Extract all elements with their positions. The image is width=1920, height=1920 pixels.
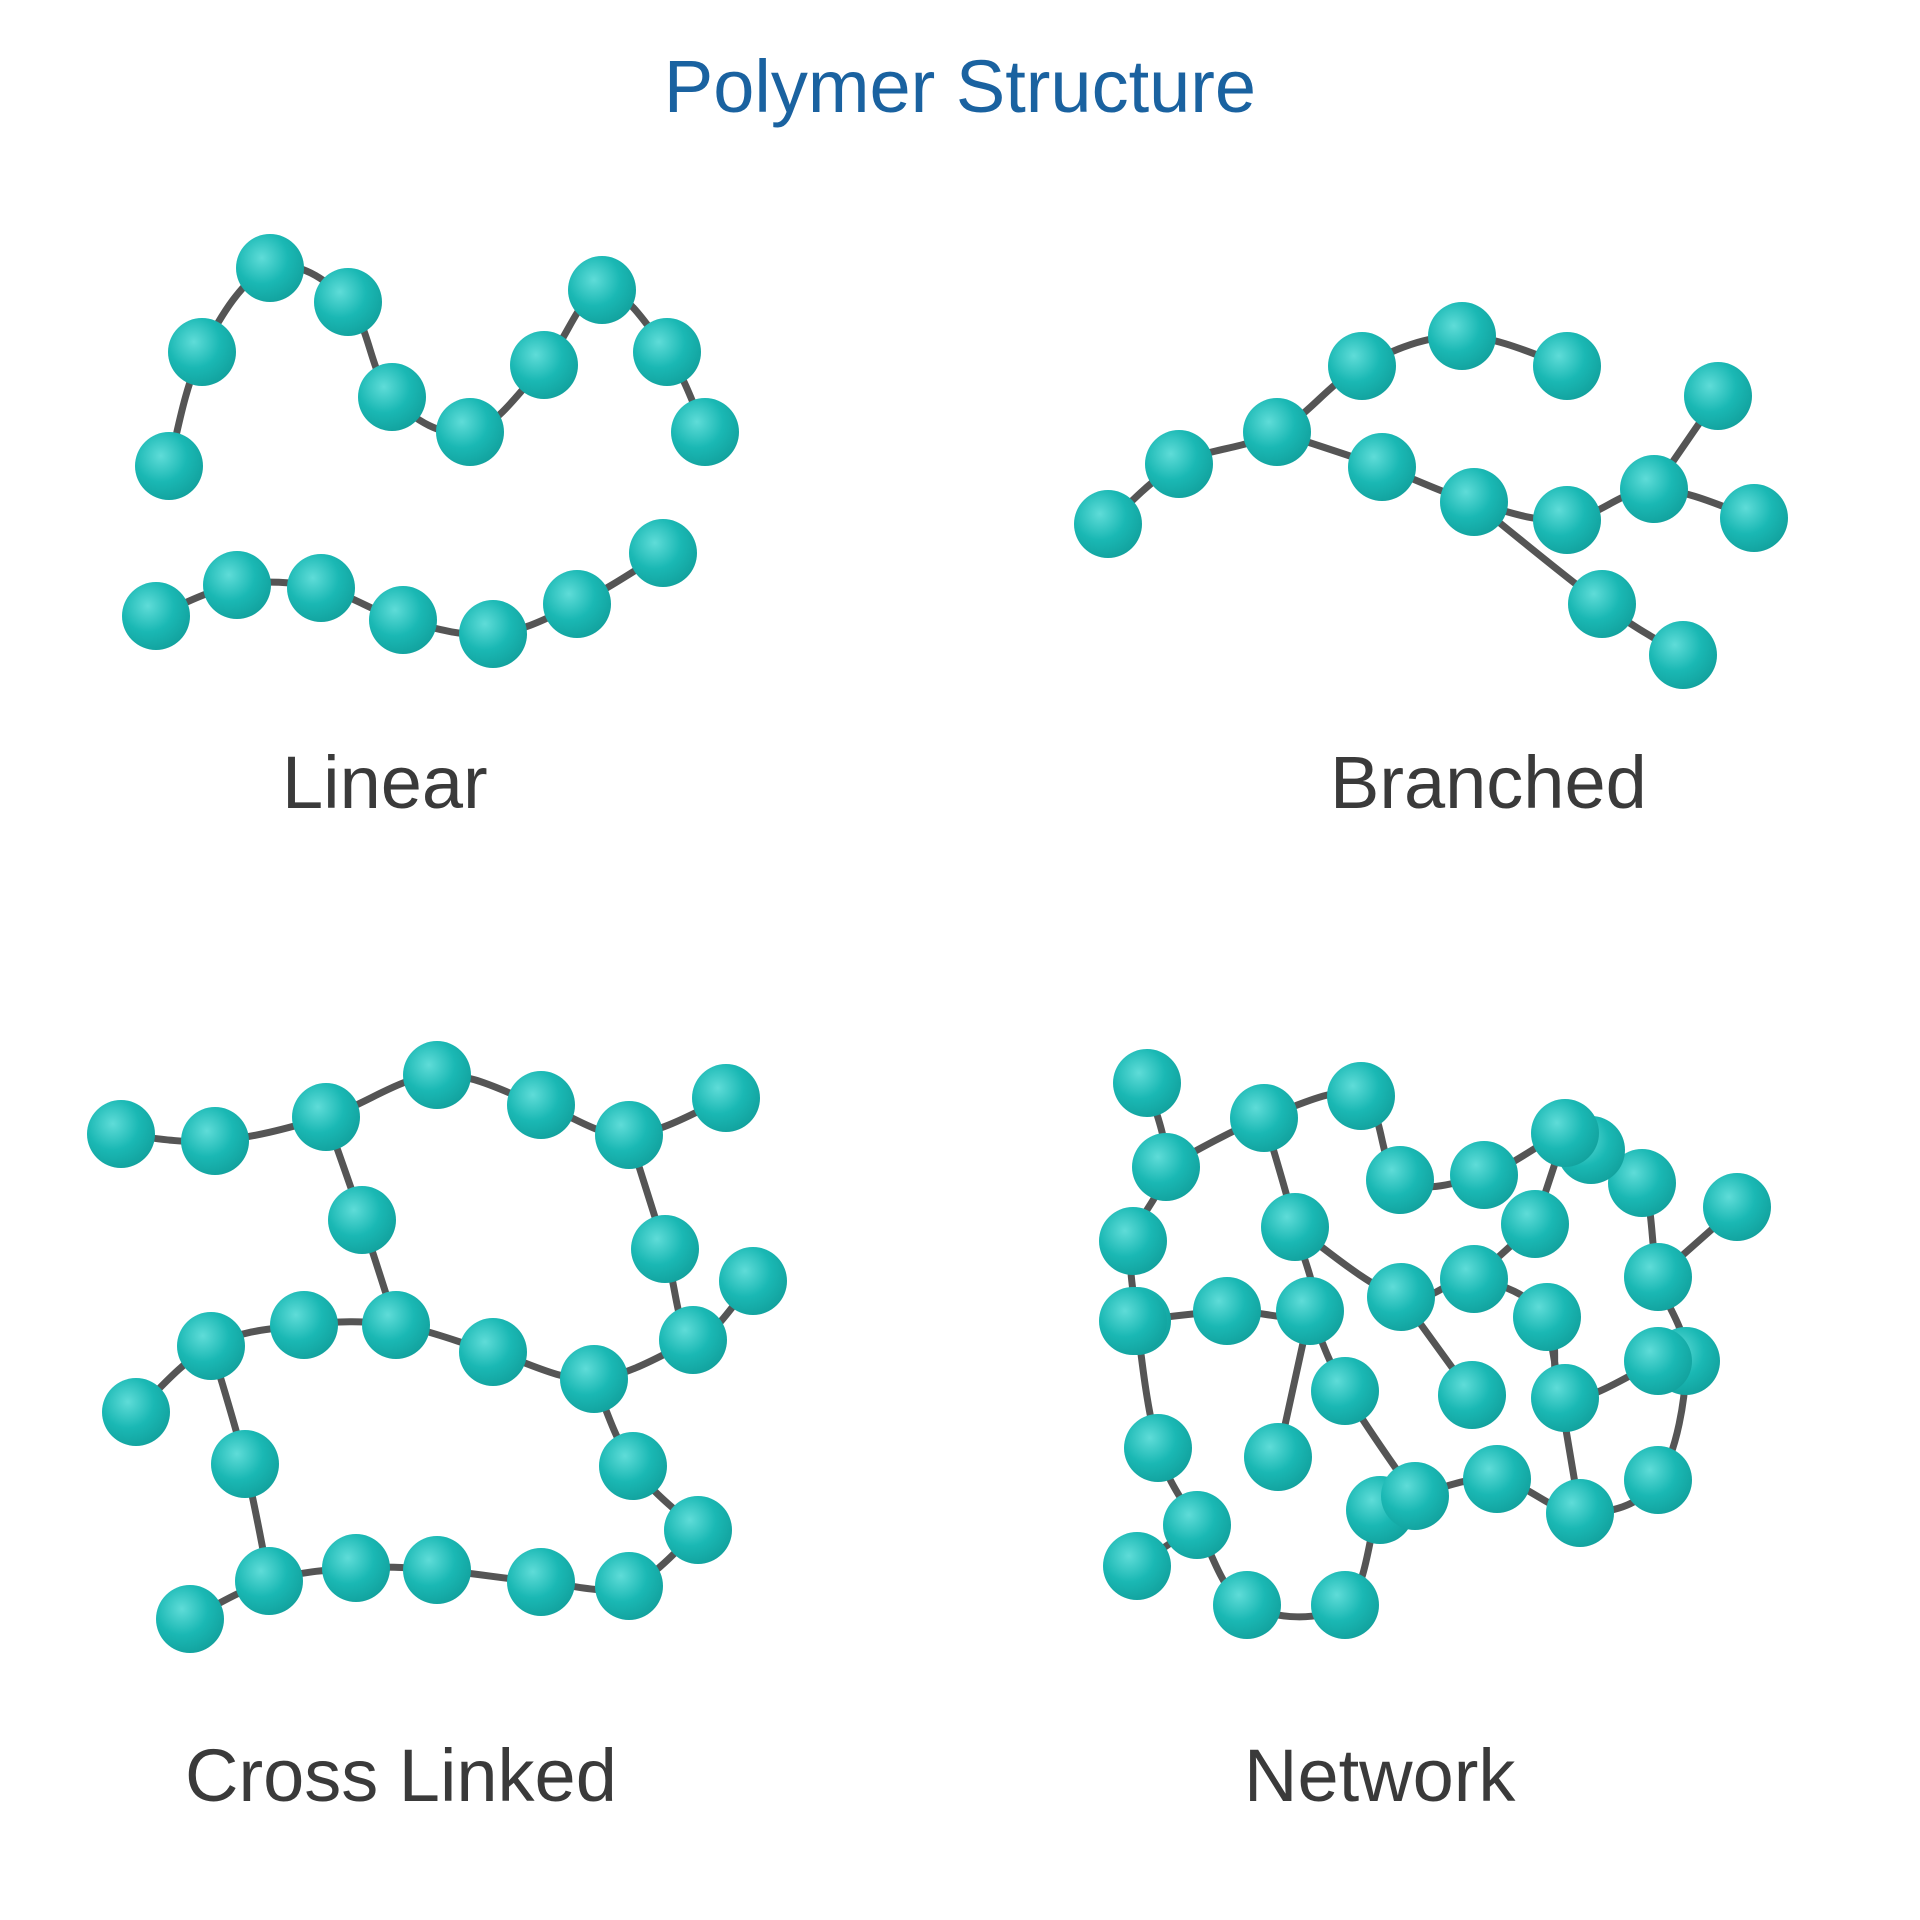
crosslinked-monomer (507, 1548, 575, 1616)
crosslinked-monomer (211, 1430, 279, 1498)
branched-monomer (1428, 302, 1496, 370)
branched-monomer (1533, 332, 1601, 400)
network-monomer (1463, 1445, 1531, 1513)
linear-monomer (122, 582, 190, 650)
linear-monomer (236, 234, 304, 302)
crosslinked-monomer (507, 1071, 575, 1139)
crosslinked-monomer (631, 1215, 699, 1283)
branched-monomer (1074, 490, 1142, 558)
network-monomer (1230, 1084, 1298, 1152)
linear-monomer (633, 318, 701, 386)
crosslinked-monomer (181, 1107, 249, 1175)
network-monomer (1381, 1462, 1449, 1530)
linear-monomer (168, 318, 236, 386)
label-linear: Linear (282, 741, 488, 824)
branched-monomer (1568, 570, 1636, 638)
network-monomer (1244, 1423, 1312, 1491)
linear-monomer (287, 554, 355, 622)
network-monomer (1327, 1062, 1395, 1130)
linear-monomer (436, 398, 504, 466)
network-monomer (1366, 1146, 1434, 1214)
linear-monomer (671, 398, 739, 466)
crosslinked-monomer (362, 1291, 430, 1359)
network-monomer (1513, 1283, 1581, 1351)
branched-monomer (1243, 398, 1311, 466)
linear-monomer (314, 268, 382, 336)
network-monomer (1546, 1479, 1614, 1547)
branched-monomer (1440, 468, 1508, 536)
network-monomer (1440, 1245, 1508, 1313)
crosslinked-bond-chain (625, 1131, 757, 1344)
label-cross-linked: Cross Linked (185, 1734, 617, 1817)
network-monomer (1624, 1327, 1692, 1395)
linear-monomer (135, 432, 203, 500)
crosslinked-monomer (403, 1041, 471, 1109)
crosslinked-monomer (177, 1312, 245, 1380)
crosslinked-monomer (328, 1186, 396, 1254)
branched-monomer (1328, 332, 1396, 400)
network-monomer (1103, 1532, 1171, 1600)
network-monomer (1531, 1099, 1599, 1167)
branched-monomer (1720, 484, 1788, 552)
crosslinked-monomer (156, 1585, 224, 1653)
crosslinked-monomer (292, 1083, 360, 1151)
monomer-beads (87, 234, 1788, 1653)
linear-monomer (510, 331, 578, 399)
network-monomer (1438, 1361, 1506, 1429)
linear-monomer (358, 363, 426, 431)
network-monomer (1099, 1287, 1167, 1355)
linear-monomer (459, 600, 527, 668)
network-monomer (1311, 1357, 1379, 1425)
crosslinked-monomer (692, 1064, 760, 1132)
crosslinked-monomer (87, 1100, 155, 1168)
crosslinked-monomer (659, 1306, 727, 1374)
network-monomer (1531, 1364, 1599, 1432)
linear-monomer (568, 256, 636, 324)
branched-monomer (1620, 455, 1688, 523)
network-monomer (1367, 1263, 1435, 1331)
linear-monomer (629, 519, 697, 587)
crosslinked-monomer (595, 1101, 663, 1169)
branched-monomer (1348, 433, 1416, 501)
linear-monomer (543, 570, 611, 638)
crosslinked-monomer (270, 1291, 338, 1359)
crosslinked-monomer (719, 1247, 787, 1315)
crosslinked-monomer (102, 1378, 170, 1446)
branched-monomer (1533, 486, 1601, 554)
label-branched: Branched (1330, 741, 1647, 824)
network-monomer (1450, 1141, 1518, 1209)
network-monomer (1703, 1173, 1771, 1241)
branched-monomer (1684, 362, 1752, 430)
network-monomer (1193, 1277, 1261, 1345)
crosslinked-monomer (599, 1432, 667, 1500)
network-monomer (1261, 1193, 1329, 1261)
branched-monomer (1145, 430, 1213, 498)
crosslinked-monomer (235, 1547, 303, 1615)
label-network: Network (1244, 1734, 1516, 1817)
bond-lines (117, 262, 1758, 1623)
crosslinked-monomer (595, 1552, 663, 1620)
crosslinked-monomer (403, 1536, 471, 1604)
network-monomer (1276, 1277, 1344, 1345)
network-monomer (1311, 1571, 1379, 1639)
page-title: Polymer Structure (663, 45, 1257, 128)
crosslinked-monomer (560, 1345, 628, 1413)
branched-monomer (1649, 621, 1717, 689)
network-monomer (1624, 1446, 1692, 1514)
network-monomer (1124, 1414, 1192, 1482)
network-monomer (1163, 1491, 1231, 1559)
linear-monomer (203, 551, 271, 619)
network-monomer (1132, 1133, 1200, 1201)
crosslinked-monomer (459, 1318, 527, 1386)
network-monomer (1624, 1243, 1692, 1311)
network-monomer (1213, 1571, 1281, 1639)
network-monomer (1501, 1190, 1569, 1258)
linear-monomer (369, 586, 437, 654)
network-monomer (1113, 1049, 1181, 1117)
network-monomer (1608, 1149, 1676, 1217)
network-monomer (1099, 1207, 1167, 1275)
crosslinked-monomer (322, 1534, 390, 1602)
crosslinked-monomer (664, 1496, 732, 1564)
